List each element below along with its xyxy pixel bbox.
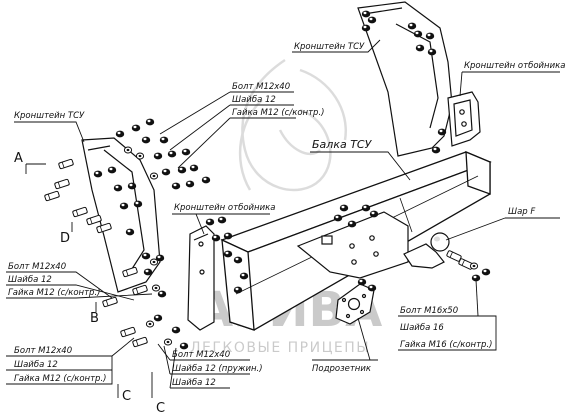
leader-lines: [6, 39, 560, 398]
marker-c-center: C: [156, 401, 165, 416]
label-socket-bracket: Подрозетник: [312, 364, 372, 374]
label-bottom-left-nut: Гайка М12 (с/контр.): [14, 374, 106, 384]
label-bottom-center-spring-washer: Шайба 12 (пружин.): [172, 364, 263, 374]
label-bracket-tsu-left: Кронштейн ТСУ: [14, 111, 85, 121]
marker-c-left: C: [122, 389, 131, 404]
marker-d: D: [60, 231, 70, 246]
right-tsu-bracket: [357, 1, 453, 157]
label-tow-ball: Шар F: [508, 207, 535, 217]
label-tow-beam: Балка ТСУ: [312, 138, 373, 151]
section-markers: A D B C C: [14, 151, 165, 416]
right-bumper-bracket: [447, 91, 481, 147]
left-bumper-bracket: [187, 225, 215, 331]
tow-ball: [403, 232, 450, 269]
part-labels: Кронштейн ТСУ Кронштейн отбойника Балка …: [8, 42, 565, 388]
label-bumper-bracket-right: Кронштейн отбойника: [464, 61, 565, 71]
label-top-bolt: Болт М12х40: [232, 82, 290, 92]
hitch-plate: [296, 211, 409, 279]
label-top-washer: Шайба 12: [232, 95, 276, 105]
label-bottom-left-washer: Шайба 12: [14, 360, 58, 370]
label-top-nut: Гайка М12 (с/контр.): [232, 108, 324, 118]
label-right-nut: Гайка М16 (с/контр.): [400, 340, 492, 350]
label-right-bolt: Болт М16х50: [400, 306, 458, 316]
watermark-tagline: ЛЕГКОВЫЕ ПРИЦЕПЫ: [190, 340, 370, 356]
m16-fasteners: [445, 249, 491, 282]
label-bottom-left-bolt: Болт М12х40: [14, 346, 72, 356]
label-left-bolt: Болт М12х40: [8, 262, 66, 272]
label-bumper-bracket-center: Кронштейн отбойника: [174, 203, 275, 213]
label-bracket-tsu-top: Кронштейн ТСУ: [294, 42, 365, 52]
label-left-nut: Гайка М12 (с/контр.): [8, 288, 100, 298]
label-bottom-center-washer: Шайба 12: [172, 378, 216, 388]
label-left-washer: Шайба 12: [8, 275, 52, 285]
label-bottom-center-bolt: Болт М12х40: [172, 350, 230, 360]
label-right-washer: Шайба 16: [400, 323, 444, 333]
marker-a: A: [14, 151, 23, 166]
watermark-logo-icon: [238, 58, 348, 192]
marker-b: B: [90, 311, 99, 326]
